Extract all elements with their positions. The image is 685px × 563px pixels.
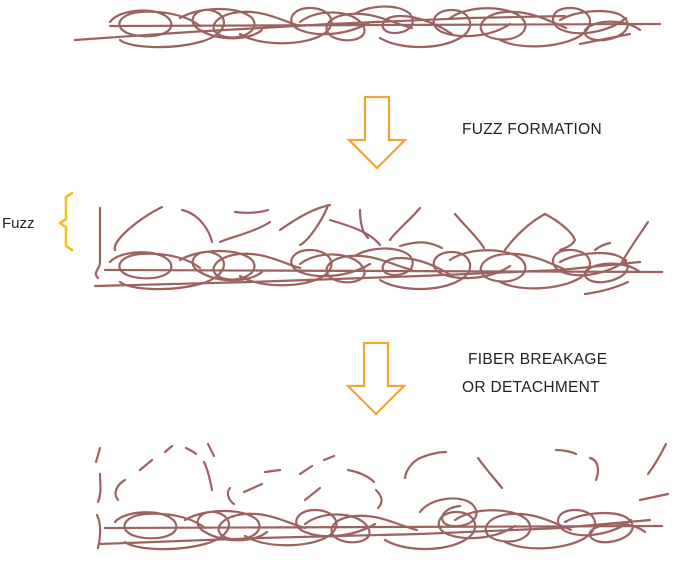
fuzz-fiber [453, 212, 486, 250]
fiber-loop [448, 249, 568, 283]
fabric-stage-3 [94, 442, 670, 551]
fiber-loop [453, 509, 573, 543]
fiber-loop [558, 251, 642, 284]
broken-fiber [646, 442, 668, 476]
base-yarn-line [73, 14, 567, 42]
base-yarn-line [103, 524, 664, 530]
fiber-loop [378, 250, 512, 291]
base-yarn-line [108, 22, 662, 28]
fuzz-fiber [218, 220, 272, 244]
fuzz-fiber [180, 208, 214, 244]
fiber-loop [298, 253, 414, 284]
fuzz-fiber [278, 203, 332, 232]
fiber-loop [378, 8, 512, 49]
fiber-loop [303, 513, 419, 544]
broken-fiber [242, 482, 264, 494]
fiber-loop [113, 511, 207, 540]
fiber-loop [498, 248, 628, 290]
fiber-loop [183, 510, 307, 541]
broken-fiber [403, 450, 448, 480]
broken-fiber [202, 460, 214, 492]
fiber-loop [108, 9, 202, 38]
broken-fiber [95, 513, 102, 550]
fuzz-fiber [620, 220, 650, 264]
broken-fiber [163, 444, 174, 454]
arrow-fiber-breakage: FIBER BREAKAGE OR DETACHMENT [345, 341, 607, 416]
fiber-loop [178, 8, 302, 39]
fuzz-fiber [358, 208, 370, 240]
fiber-loop [498, 6, 628, 48]
broken-fiber [96, 472, 102, 504]
fiber-breakage-label: FIBER BREAKAGE [468, 351, 607, 368]
down-arrow-icon [345, 341, 407, 416]
fuzz-fiber [233, 208, 270, 214]
fiber-loop [418, 497, 478, 528]
fuzz-formation-label: FUZZ FORMATION [462, 121, 602, 138]
fuzz-bracket [58, 191, 74, 252]
fuzz-fiber [388, 206, 422, 242]
fuzz-fiber [593, 241, 612, 252]
detachment-label: OR DETACHMENT [462, 379, 600, 396]
broken-fiber [298, 464, 314, 476]
broken-fiber [554, 448, 578, 456]
arrow-fuzz-formation: FUZZ FORMATION [346, 95, 602, 170]
fiber-loop [448, 7, 568, 41]
fiber-loop [238, 248, 372, 287]
broken-fiber [588, 456, 600, 482]
fuzz-fiber [94, 206, 102, 280]
fiber-loop [243, 508, 377, 547]
broken-fiber [476, 456, 504, 490]
fiber-end [578, 32, 632, 46]
fiber-loop [383, 510, 517, 551]
fuzz-fiber [298, 203, 330, 247]
fuzz-fiber [503, 212, 547, 252]
fiber-loop [353, 5, 454, 36]
down-arrow-icon [346, 95, 408, 170]
broken-fiber [94, 446, 102, 464]
fuzz-fiber [328, 218, 382, 247]
broken-fiber [346, 468, 376, 484]
fabric-stage-2: Fuzz [2, 191, 664, 296]
fuzz-fiber [398, 241, 444, 250]
fuzz-fiber [543, 212, 577, 252]
fiber-loop [353, 247, 454, 278]
broken-fiber [322, 454, 336, 462]
fiber-loop [123, 510, 269, 551]
broken-fiber [206, 442, 216, 458]
broken-fiber [638, 492, 670, 502]
fiber-loop [298, 11, 414, 42]
fuzz-fiber [113, 205, 164, 252]
fiber-loop [558, 9, 642, 42]
fiber-loop [178, 250, 302, 281]
broken-fiber [226, 486, 236, 506]
fiber-loop [503, 508, 633, 550]
broken-fiber [114, 478, 127, 502]
broken-fiber [303, 486, 322, 502]
broken-fiber [374, 488, 383, 510]
fiber-loop [583, 280, 630, 296]
fiber-loop [108, 251, 202, 280]
fiber-loop [563, 511, 647, 544]
broken-fiber [138, 458, 154, 472]
broken-fiber [263, 468, 282, 474]
fuzz-label: Fuzz [2, 215, 35, 232]
broken-fiber [184, 446, 198, 456]
fiber-loop [238, 6, 372, 45]
fabric-stage-1 [73, 5, 662, 49]
